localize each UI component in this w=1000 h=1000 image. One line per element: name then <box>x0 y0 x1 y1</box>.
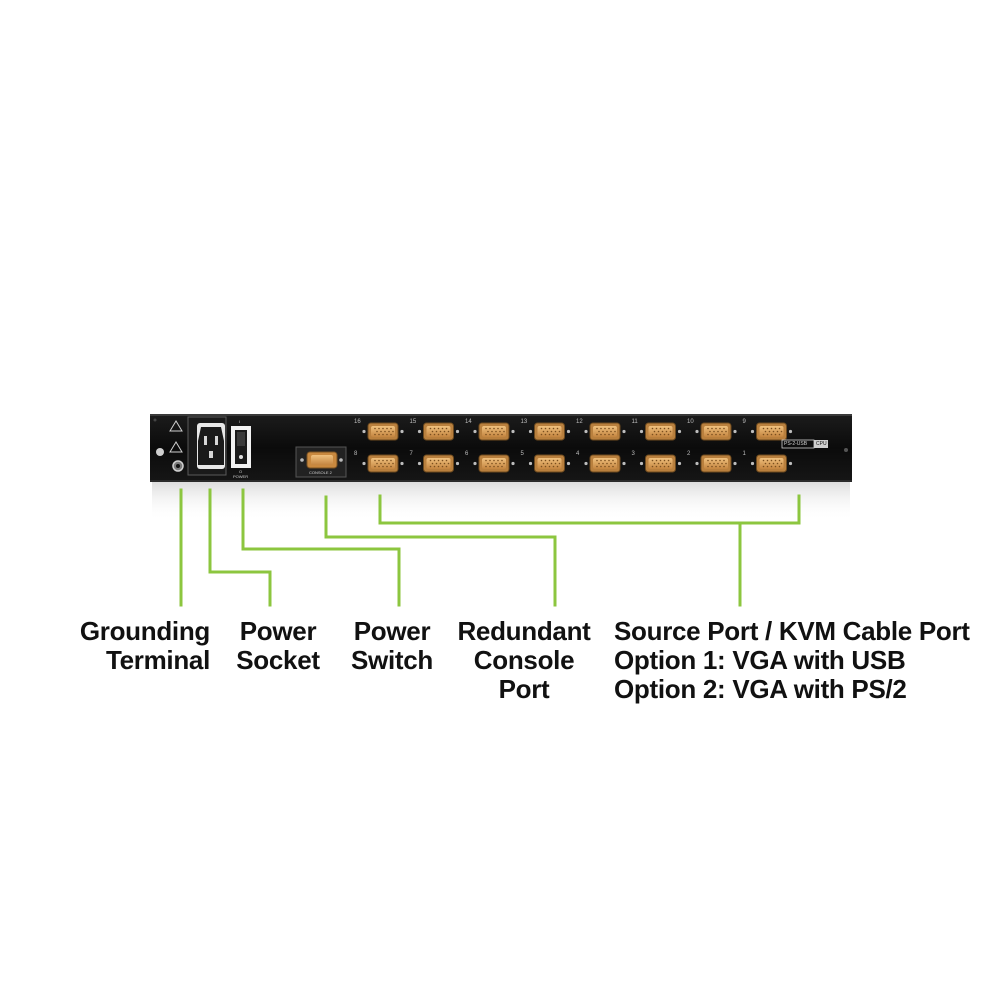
callout-line-redundant-console <box>324 495 557 607</box>
vga-port-15 <box>417 422 460 441</box>
power-label: POWER <box>233 474 249 479</box>
vga-port-11 <box>639 422 682 441</box>
port-number-15: 15 <box>409 419 417 425</box>
vga-port-6 <box>473 454 515 473</box>
vga-port-1 <box>750 454 793 473</box>
vga-port-16 <box>362 422 404 441</box>
port-number-1: 1 <box>742 451 746 457</box>
warning-icon <box>169 420 183 453</box>
label-power-switch-line-1: Power <box>353 616 431 646</box>
console-label: CONSOLE 2 <box>309 470 332 475</box>
port-number-3: 3 <box>631 451 635 457</box>
label-power-socket: Power Socket <box>222 617 334 675</box>
vga-port-9 <box>750 422 793 441</box>
label-redundant-line-3: Port <box>498 674 550 704</box>
vga-port-array <box>362 422 793 473</box>
label-source-line-1: Source Port / KVM Cable Port <box>614 616 970 646</box>
label-redundant-line-1: Redundant <box>457 616 591 646</box>
port-number-4: 4 <box>576 451 580 457</box>
port-number-10: 10 <box>687 419 694 425</box>
port-number-7: 7 <box>409 451 413 457</box>
callout-line-power-switch <box>241 488 401 607</box>
vga-port-3 <box>639 454 682 473</box>
port-number-5: 5 <box>520 451 524 457</box>
callout-lines <box>179 488 801 607</box>
model-badge-text: PS-2-USB <box>784 441 808 447</box>
vga-port-4 <box>584 454 626 473</box>
callout-line-source-port <box>378 494 801 525</box>
vga-port-5 <box>528 454 571 473</box>
label-power-switch: Power Switch <box>338 617 446 675</box>
switch-off-mark: O <box>239 469 243 474</box>
redundant-console-port <box>295 446 347 478</box>
port-number-12: 12 <box>576 419 583 425</box>
port-number-2: 2 <box>687 451 691 457</box>
callout-line-power-socket <box>208 488 272 607</box>
vga-port-2 <box>695 454 737 473</box>
label-redundant-line-2: Console <box>473 645 575 675</box>
port-number-16: 16 <box>354 419 361 425</box>
switch-on-mark: I <box>239 419 241 424</box>
label-grounding-terminal: Grounding Terminal <box>70 617 210 675</box>
power-switch <box>231 426 251 468</box>
grounding-terminal <box>156 448 184 472</box>
port-number-13: 13 <box>520 419 528 425</box>
label-power-switch-line-2: Switch <box>351 645 433 675</box>
port-number-14: 14 <box>465 419 472 425</box>
port-number-9: 9 <box>742 419 746 425</box>
label-redundant-console-port: Redundant Console Port <box>448 617 600 704</box>
vga-port-14 <box>473 422 515 441</box>
vga-port-10 <box>695 422 737 441</box>
power-socket <box>187 416 227 476</box>
label-power-socket-line-2: Socket <box>236 645 320 675</box>
label-grounding-line-2: Terminal <box>105 645 210 675</box>
label-power-socket-line-1: Power <box>239 616 317 646</box>
vga-port-12 <box>584 422 626 441</box>
label-source-line-2: Option 1: VGA with USB <box>614 645 906 675</box>
vga-port-8 <box>362 454 404 473</box>
port-number-11: 11 <box>631 419 638 425</box>
label-source-line-3: Option 2: VGA with PS/2 <box>614 674 907 704</box>
label-grounding-line-1: Grounding <box>79 616 210 646</box>
chassis-reflection <box>152 481 850 521</box>
model-badge <box>781 439 828 449</box>
label-source-port: Source Port / KVM Cable Port Option 1: V… <box>614 617 984 704</box>
vga-port-7 <box>417 454 460 473</box>
port-number-6: 6 <box>465 451 469 457</box>
port-number-8: 8 <box>354 451 358 457</box>
vga-port-13 <box>528 422 571 441</box>
cpu-badge-text: CPU <box>816 441 827 447</box>
